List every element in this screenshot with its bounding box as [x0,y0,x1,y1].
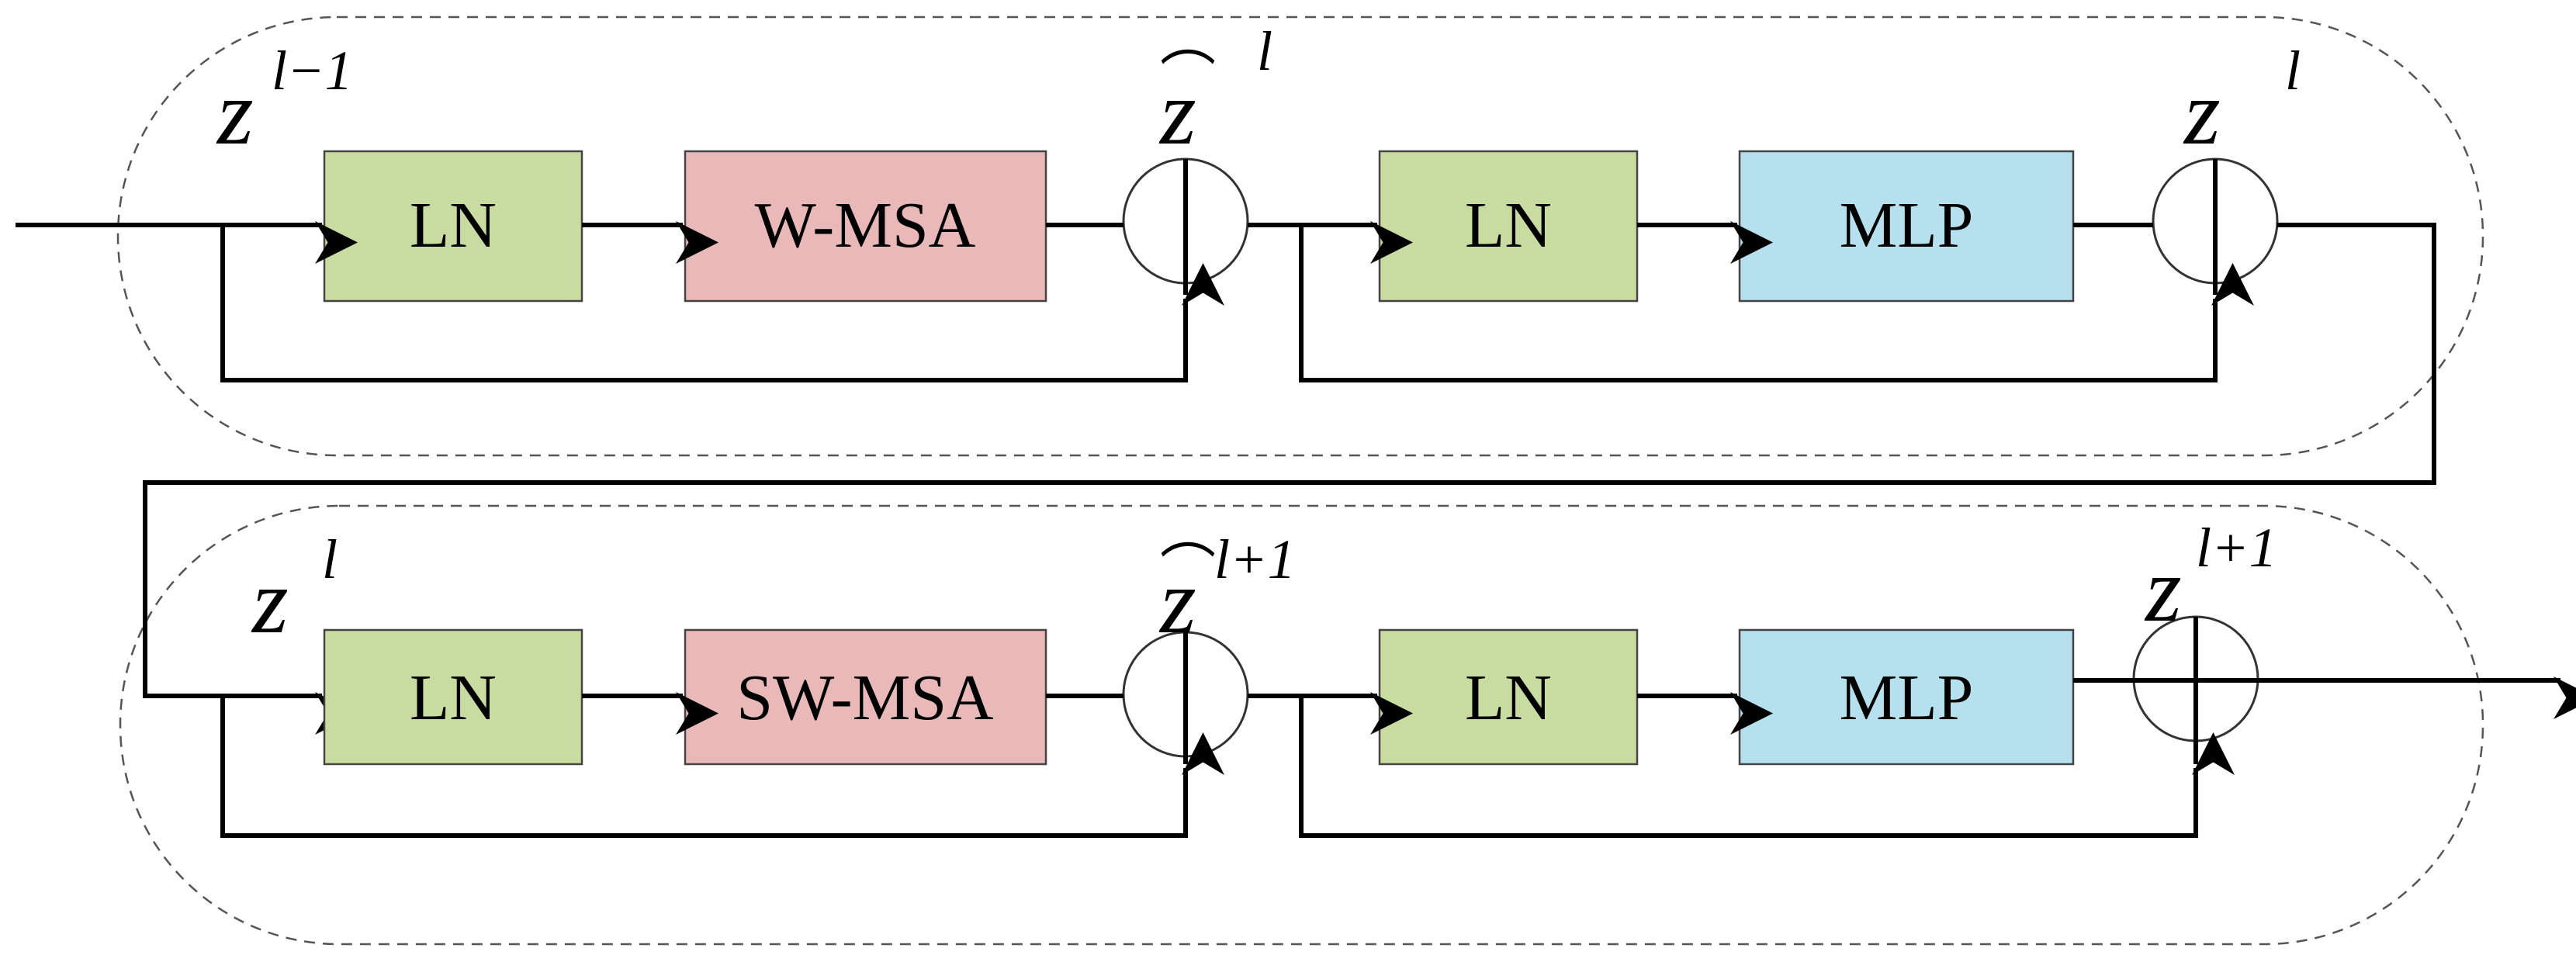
bottom-block-group-outline [119,504,2484,946]
svg-text:l+1: l+1 [1214,528,1296,590]
top-block-group-outline [116,16,2484,457]
svg-text:z: z [2144,538,2182,641]
svg-text:z: z [1158,61,1196,164]
top-ln2-label: LN [1465,189,1552,261]
bottom-mlp-label: MLP [1840,662,1974,734]
top-input-variable: z l−1 [216,40,353,164]
svg-text:l+1: l+1 [2196,517,2277,579]
row-connector-wire [143,223,2436,735]
bottom-ln1-label: LN [410,662,497,734]
top-mlp-label: MLP [1840,189,1974,261]
bottom-swmsa-block [684,628,1047,766]
top-wmsa-label: W-MSA [755,189,976,261]
svg-text:l: l [1257,20,1272,82]
top-sum-node-2 [2152,157,2279,295]
svg-text:⌒: ⌒ [1160,47,1216,109]
bottom-swmsa-label: SW-MSA [736,662,994,734]
top-skip-connection-1 [220,225,1224,382]
bottom-ln1-block [323,628,583,766]
bottom-input-variable: z l [251,528,338,652]
svg-text:l−1: l−1 [272,40,353,102]
svg-text:z: z [2183,61,2221,164]
bottom-ln2-label: LN [1465,662,1552,734]
top-ln1-label: LN [410,189,497,261]
top-skip-connection-2 [1299,225,2254,382]
top-sum1-variable: ⌒ z l [1158,20,1272,164]
svg-text:z: z [251,549,289,652]
bottom-skip-connection-2 [1299,696,2235,838]
top-ln1-block [323,150,583,303]
svg-text:l: l [322,528,338,590]
svg-text:z: z [1158,549,1196,652]
top-sum-node-1 [1122,157,1249,295]
bottom-skip-connection-1 [220,696,1224,838]
svg-text:l: l [2285,40,2301,102]
bottom-ln2-block [1378,628,1639,766]
bottom-sum1-variable: ⌒ z l+1 [1158,528,1296,652]
top-sum2-variable: z l [2183,40,2301,164]
bottom-sum2-variable: z l+1 [2144,517,2277,641]
svg-text:⌒: ⌒ [1160,540,1216,602]
svg-text:z: z [216,61,254,164]
bottom-mlp-block [1738,628,2075,766]
top-wmsa-block [684,150,1047,303]
